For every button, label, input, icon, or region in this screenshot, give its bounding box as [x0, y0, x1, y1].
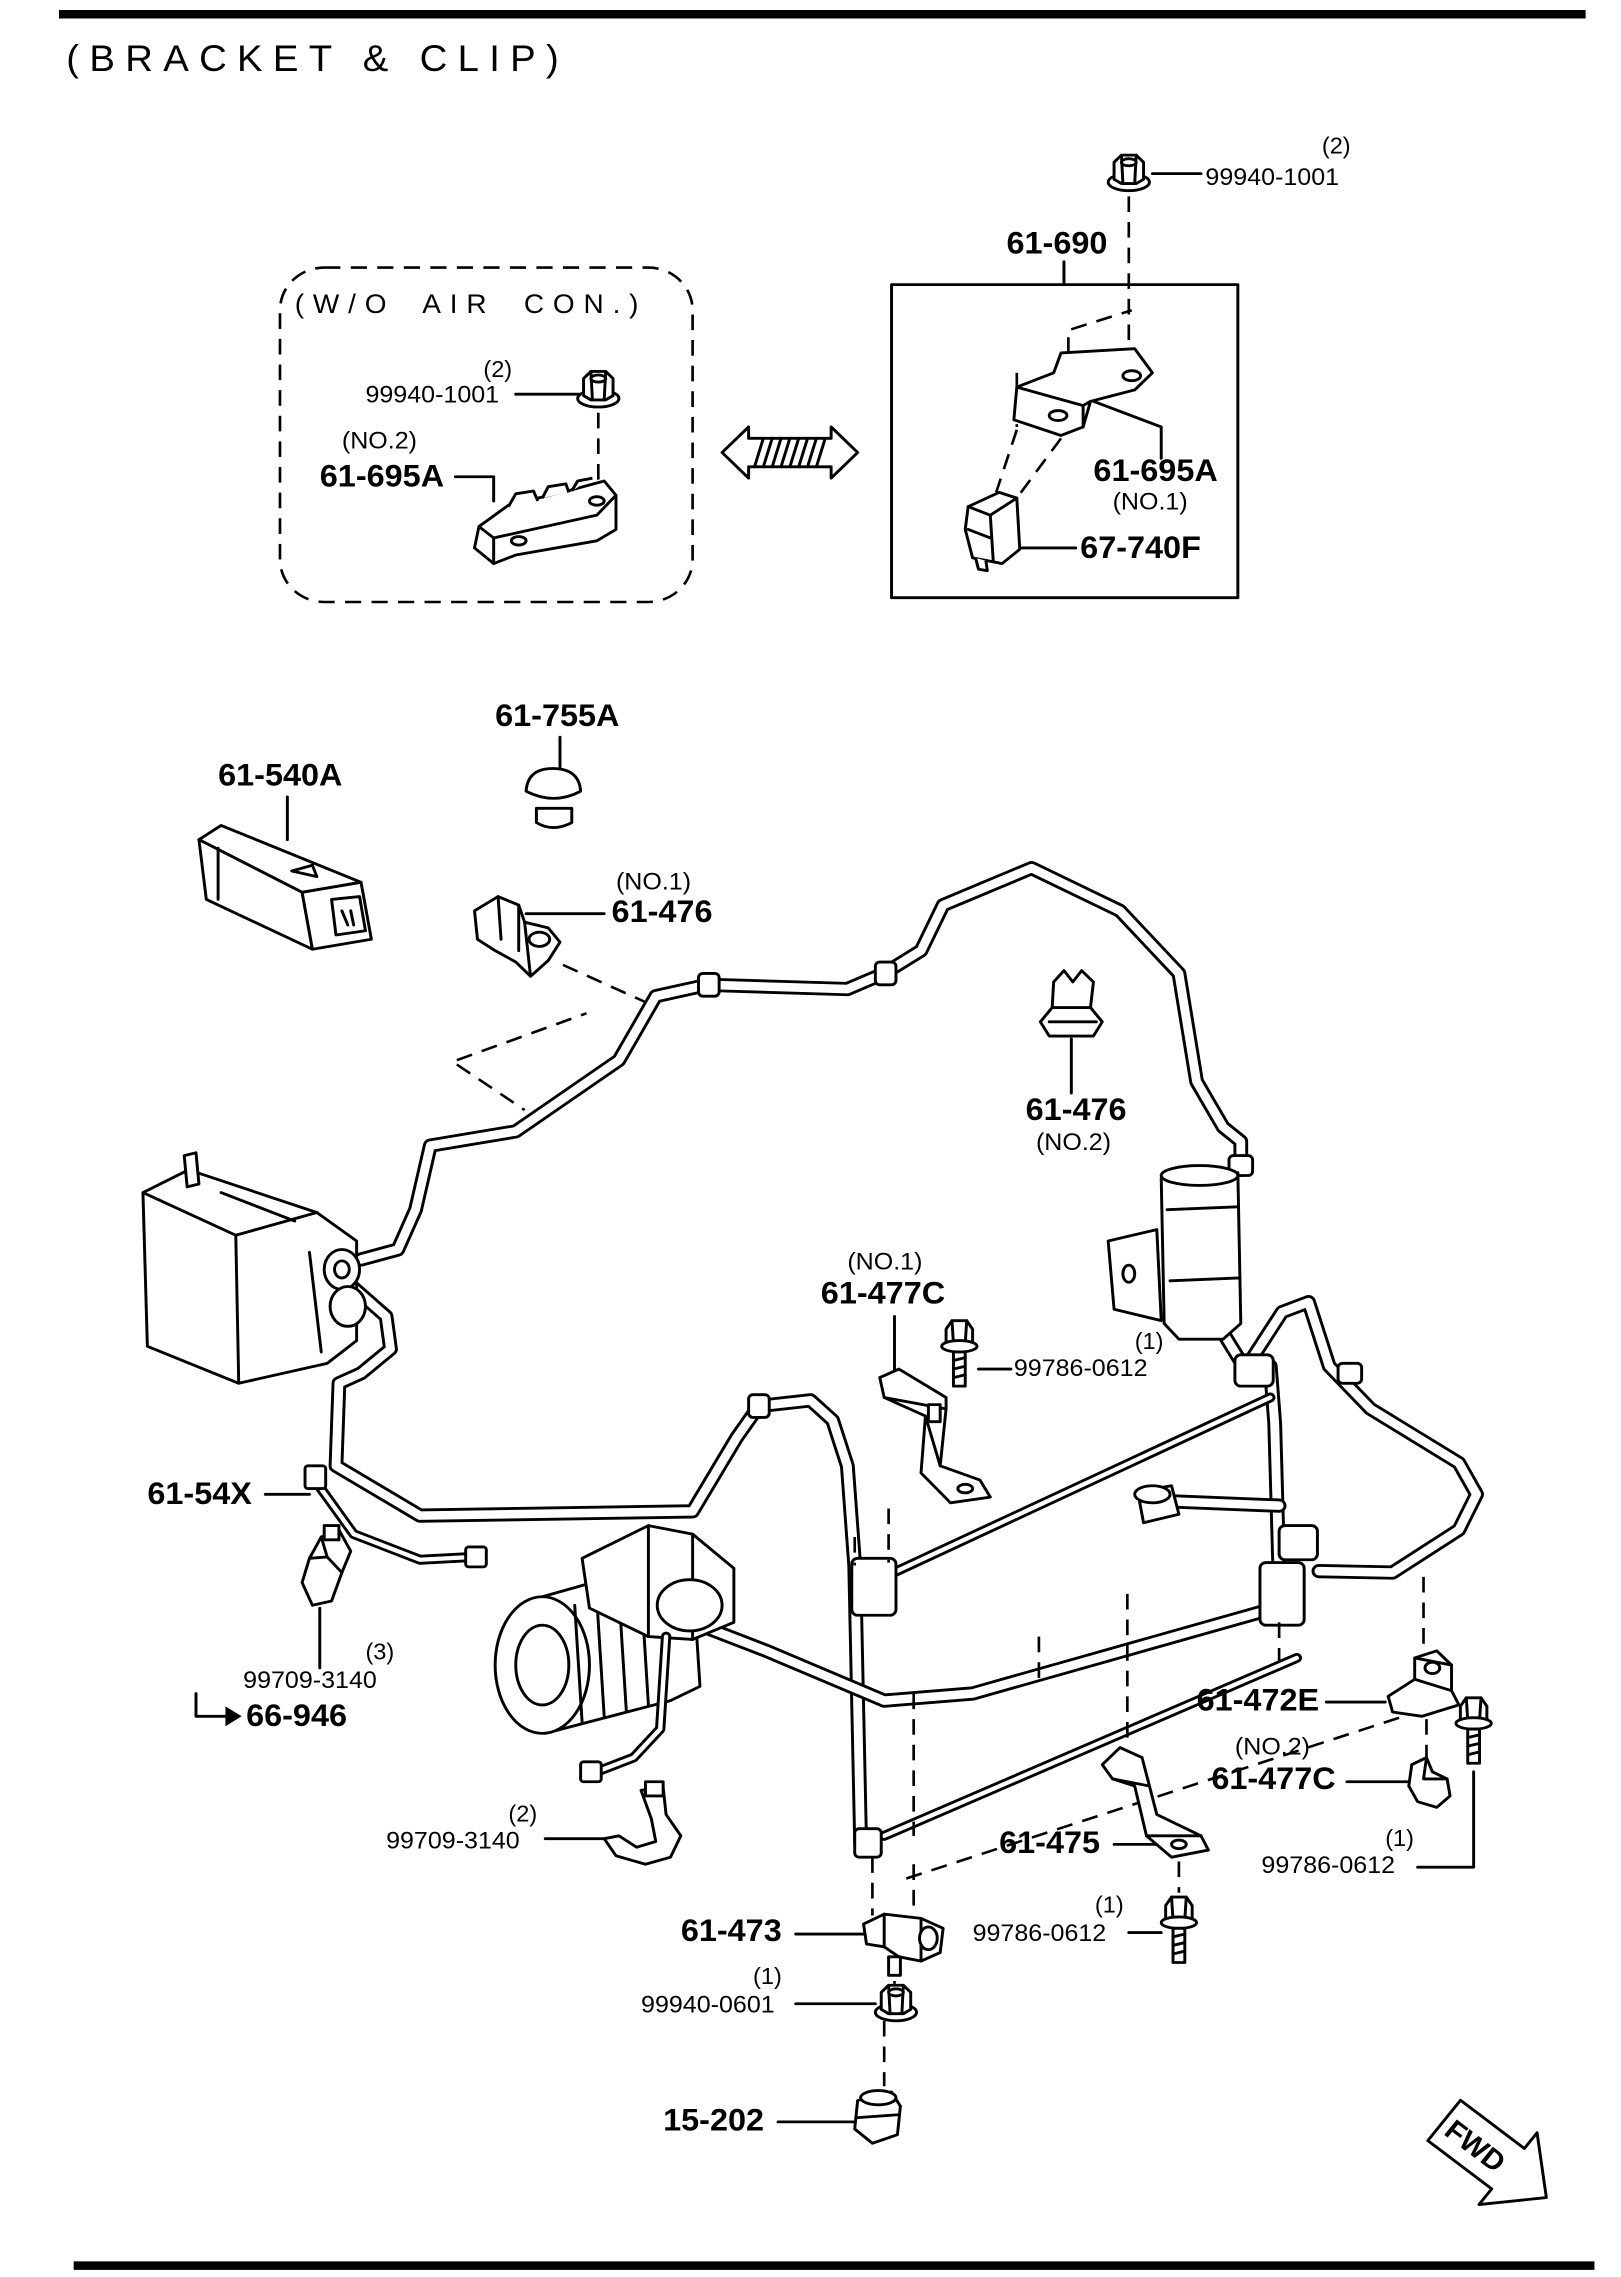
- clip-3140-3-part: 99709-3140: [243, 1667, 377, 1694]
- grommet-part: 15-202: [663, 2102, 764, 2137]
- compressor: [493, 1524, 736, 1735]
- bracket-473-part: 61-473: [681, 1913, 782, 1948]
- nut-variant-icon: [576, 369, 621, 409]
- relay-part: 67-740F: [1080, 529, 1201, 564]
- bolt-upper-part: 99786-0612: [1014, 1356, 1148, 1383]
- bracket-472e-icon: [1386, 1649, 1461, 1718]
- bracket-no1-note: (NO.1): [1113, 489, 1188, 516]
- clip-477c-no2-note: (NO.2): [1235, 1734, 1310, 1761]
- bolt-upper-qty: (1): [1135, 1328, 1164, 1354]
- plug-part: 61-755A: [495, 697, 619, 732]
- bracket-475-icon: [1100, 1746, 1210, 1859]
- diagram-title: (BRACKET & CLIP): [66, 38, 569, 79]
- grommet-icon: [853, 2089, 902, 2145]
- assembly-dashed-line: [871, 1857, 915, 2087]
- variant-dashed-box: [278, 266, 694, 604]
- nut-top-icon: [1106, 153, 1151, 193]
- clip-3140-3-icon: [300, 1524, 353, 1607]
- bolt-right-part: 99786-0612: [1261, 1852, 1395, 1879]
- assembly-dashed-line: [905, 1576, 1452, 1880]
- bolt-right-qty: (1): [1385, 1825, 1414, 1851]
- nut-bottom-part: 99940-0601: [641, 1992, 775, 2019]
- fwd-arrow-icon: FWD: [1426, 2098, 1548, 2206]
- bracket-no2-part: 61-695A: [320, 458, 444, 493]
- nut-bottom-qty: (1): [753, 1963, 782, 1989]
- relay-icon: [963, 490, 1022, 573]
- bolt-right-icon: [1454, 1696, 1493, 1765]
- clip-3140-2-part: 99709-3140: [386, 1828, 520, 1855]
- compressor-wire: [579, 1637, 666, 1784]
- bolt-middle-part: 99786-0612: [973, 1921, 1107, 1948]
- alternate-double-arrow: [720, 425, 860, 480]
- clip-476-no1-part: 61-476: [612, 894, 713, 929]
- bracket-473-icon: [862, 1912, 945, 1977]
- nut-top-qty: (2): [1322, 133, 1351, 159]
- leader-line: [1416, 1770, 1476, 1869]
- harness-part: 61-54X: [147, 1476, 252, 1511]
- bracket-no2-note: (NO.2): [342, 428, 417, 455]
- bracket-assy-part: 61-690: [1006, 225, 1107, 260]
- leader-line: [453, 475, 496, 503]
- reference-arrow-icon: [194, 1692, 242, 1727]
- bolt-upper-icon: [940, 1319, 979, 1388]
- assembly-dashed-line: [994, 429, 1063, 499]
- bracket-472e-part: 61-472E: [1197, 1682, 1320, 1717]
- ac-pipe-right: [1226, 1302, 1477, 1572]
- bolt-middle-icon: [1159, 1895, 1199, 1964]
- ac-pipe-discharge: [693, 1608, 1275, 1701]
- clip-477c-no2-icon: [1407, 1756, 1452, 1809]
- clip-476-no2-icon: [1038, 969, 1104, 1038]
- evaporator-unit: [141, 1151, 367, 1385]
- leader-line: [1091, 399, 1163, 460]
- plug-icon: [524, 767, 583, 829]
- condenser-fittings: [850, 1353, 1319, 1859]
- nut-variant-part: 99940-1001: [365, 382, 499, 409]
- bracket-no1-icon: [1012, 309, 1154, 437]
- receiver-drier: [1106, 1164, 1243, 1341]
- bolt-middle-qty: (1): [1095, 1892, 1124, 1918]
- clip-3140-2-qty: (2): [508, 1801, 537, 1827]
- clip-476-no2-part: 61-476: [1026, 1092, 1127, 1127]
- bracket-475-part: 61-475: [999, 1824, 1100, 1859]
- nut-top-part: 99940-1001: [1205, 164, 1339, 191]
- switch-part: 61-540A: [218, 757, 342, 792]
- assembly-dashed-line: [853, 1508, 890, 1566]
- clip-3140-3-qty: (3): [365, 1639, 394, 1665]
- variant-note: (W/O AIR CON.): [295, 289, 648, 319]
- assembly-dashed-line: [456, 963, 652, 1112]
- clip-476-no1-note: (NO.1): [616, 869, 691, 896]
- switch-icon: [197, 823, 373, 951]
- clip-476-no2-note: (NO.2): [1036, 1129, 1111, 1156]
- clip-3140-3-ref: 66-946: [246, 1698, 347, 1733]
- harness-icon: [303, 1464, 488, 1569]
- bracket-no2-icon: [473, 476, 618, 565]
- clip-476-no1-icon: [473, 895, 562, 978]
- nut-bottom-icon: [873, 1983, 919, 2023]
- bracket-477c-no1-note: (NO.1): [847, 1249, 922, 1276]
- bracket-no1-part: 61-695A: [1093, 453, 1217, 488]
- ac-pipe-lower: [336, 1288, 861, 1843]
- bracket-477c-no1-icon: [878, 1367, 992, 1505]
- clip-477c-no2-part: 61-477C: [1211, 1760, 1335, 1795]
- clip-3140-2-icon: [602, 1780, 683, 1866]
- bracket-477c-no1-part: 61-477C: [821, 1275, 945, 1310]
- nut-variant-qty: (2): [483, 356, 512, 382]
